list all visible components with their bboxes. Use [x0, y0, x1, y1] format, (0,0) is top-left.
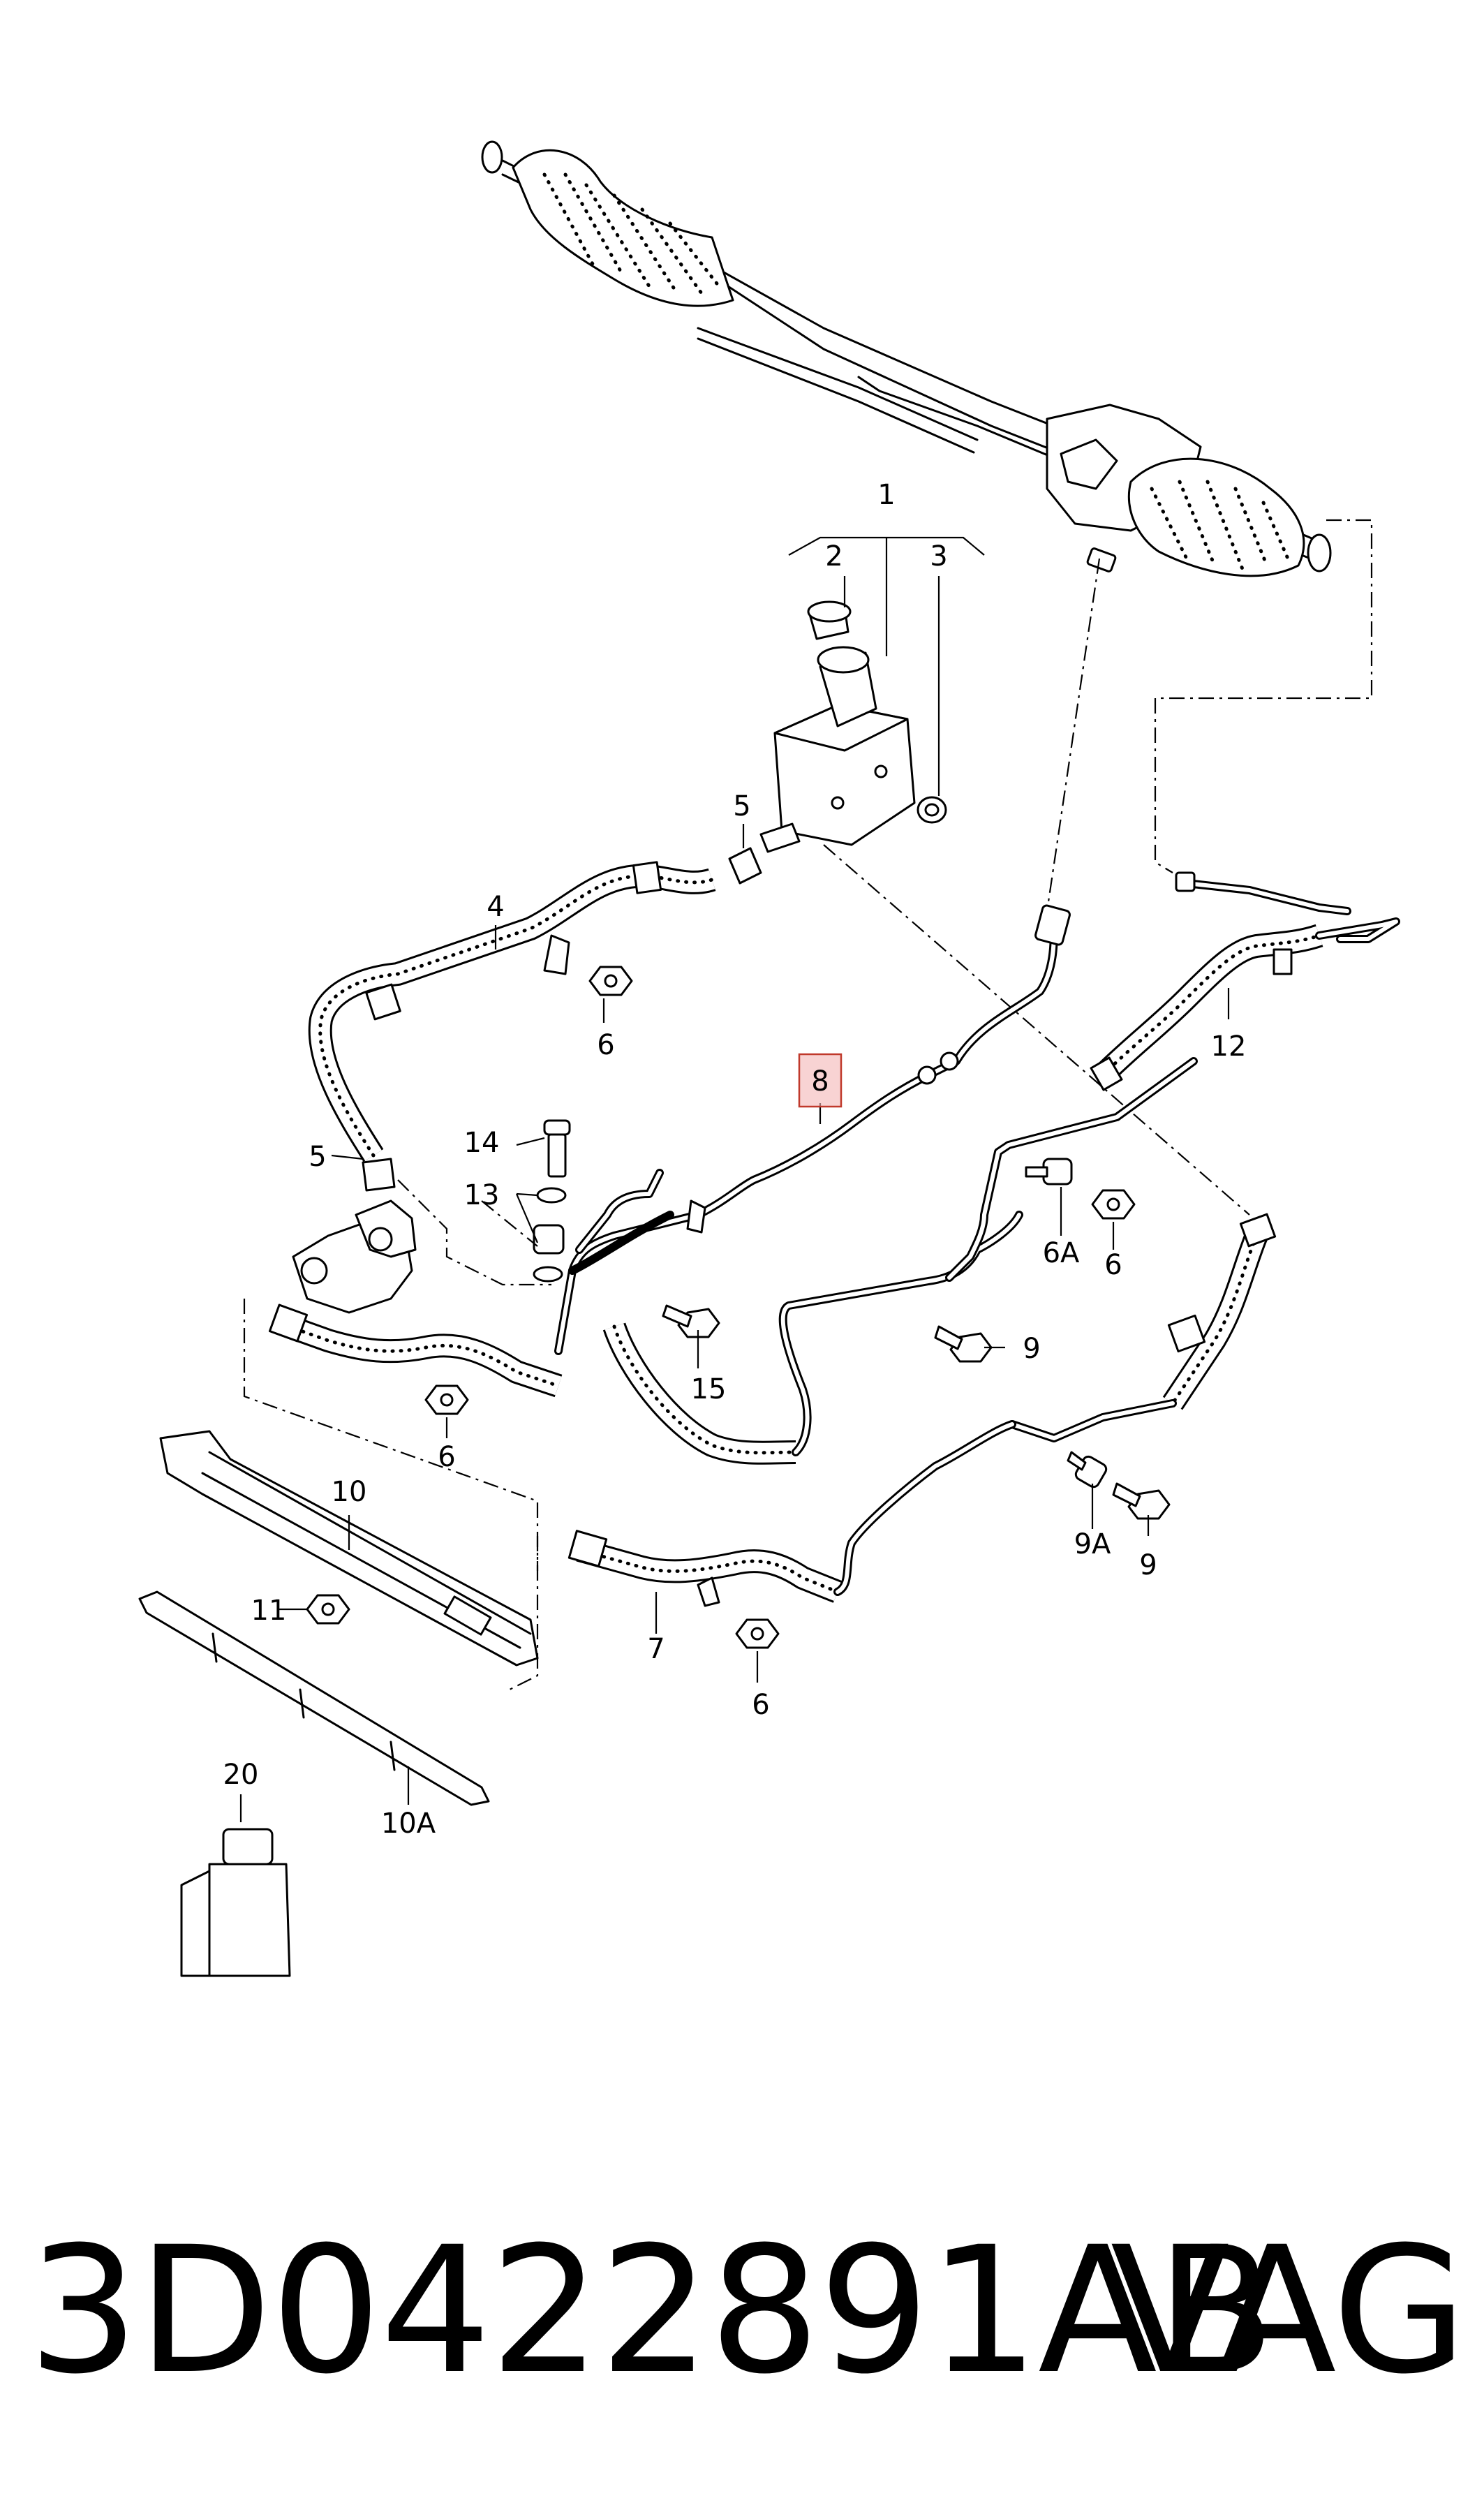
nut-6-left [424, 1384, 469, 1415]
bolt-9-right [1112, 1482, 1171, 1520]
cooler-bracket-10A [138, 1590, 490, 1806]
callout-4: 4 [487, 891, 504, 923]
callout-5a: 5 [733, 790, 750, 822]
brand-name: VAG [1110, 2209, 1467, 2412]
callout-3: 3 [930, 540, 947, 572]
bolt-15 [662, 1304, 720, 1338]
callout-10: 10 [332, 1476, 367, 1508]
fluid-reservoir [759, 600, 947, 853]
callout-6d: 6 [752, 1689, 769, 1721]
bolt-9 [934, 1325, 993, 1363]
leader-lines [239, 536, 1230, 1822]
callout-10A: 10A [381, 1808, 436, 1840]
callout-2: 2 [825, 540, 843, 572]
hose-7 [567, 1420, 1016, 1607]
nut-6-upper [588, 966, 633, 996]
nut-11 [306, 1594, 350, 1625]
callout-1: 1 [877, 479, 895, 511]
callout-9a: 9 [1023, 1333, 1040, 1365]
callout-6c: 6 [438, 1441, 455, 1473]
fluid-bottle-20 [180, 1828, 291, 1977]
nut-6-lower [735, 1618, 780, 1649]
bolt-6A [1025, 1158, 1073, 1185]
callout-5b: 5 [309, 1141, 326, 1173]
suction-hose-4 [308, 861, 716, 1162]
callout-6b: 6 [1104, 1249, 1122, 1281]
pressure-pipe-8 [554, 904, 1071, 1355]
bolt-9A [1067, 1451, 1108, 1488]
callout-labels: 1 2 3 5 4 6 12 8 5 14 13 6A 6 9 15 6 10 … [223, 479, 1247, 1840]
callout-12: 12 [1211, 1030, 1247, 1063]
callout-6a: 6 [597, 1029, 614, 1061]
hose-lower-left [268, 1303, 563, 1398]
part-number: 3D0422891AB [28, 2209, 1275, 2412]
callout-9b: 9 [1139, 1549, 1157, 1581]
steering-rack [481, 140, 1332, 577]
return-hose-12 [945, 871, 1400, 1282]
callout-8: 8 [811, 1065, 829, 1098]
steering-pump [292, 1158, 417, 1314]
callout-8-highlight [798, 1053, 843, 1108]
pressure-hose [568, 1169, 1023, 1465]
callout-7: 7 [647, 1633, 665, 1665]
nut-6-right [1091, 1189, 1136, 1220]
banjo-bolt-14 [543, 1119, 571, 1178]
callout-14: 14 [464, 1127, 500, 1159]
callout-20: 20 [223, 1759, 259, 1791]
hose-right-descending [1008, 1213, 1277, 1442]
callout-15: 15 [691, 1373, 727, 1405]
callout-11: 11 [251, 1595, 287, 1627]
callout-9A: 9A [1074, 1528, 1111, 1560]
callout-13: 13 [464, 1179, 500, 1211]
footer: 3D0422891AB VAG [28, 2209, 1467, 2412]
callout-6A: 6A [1043, 1237, 1080, 1269]
